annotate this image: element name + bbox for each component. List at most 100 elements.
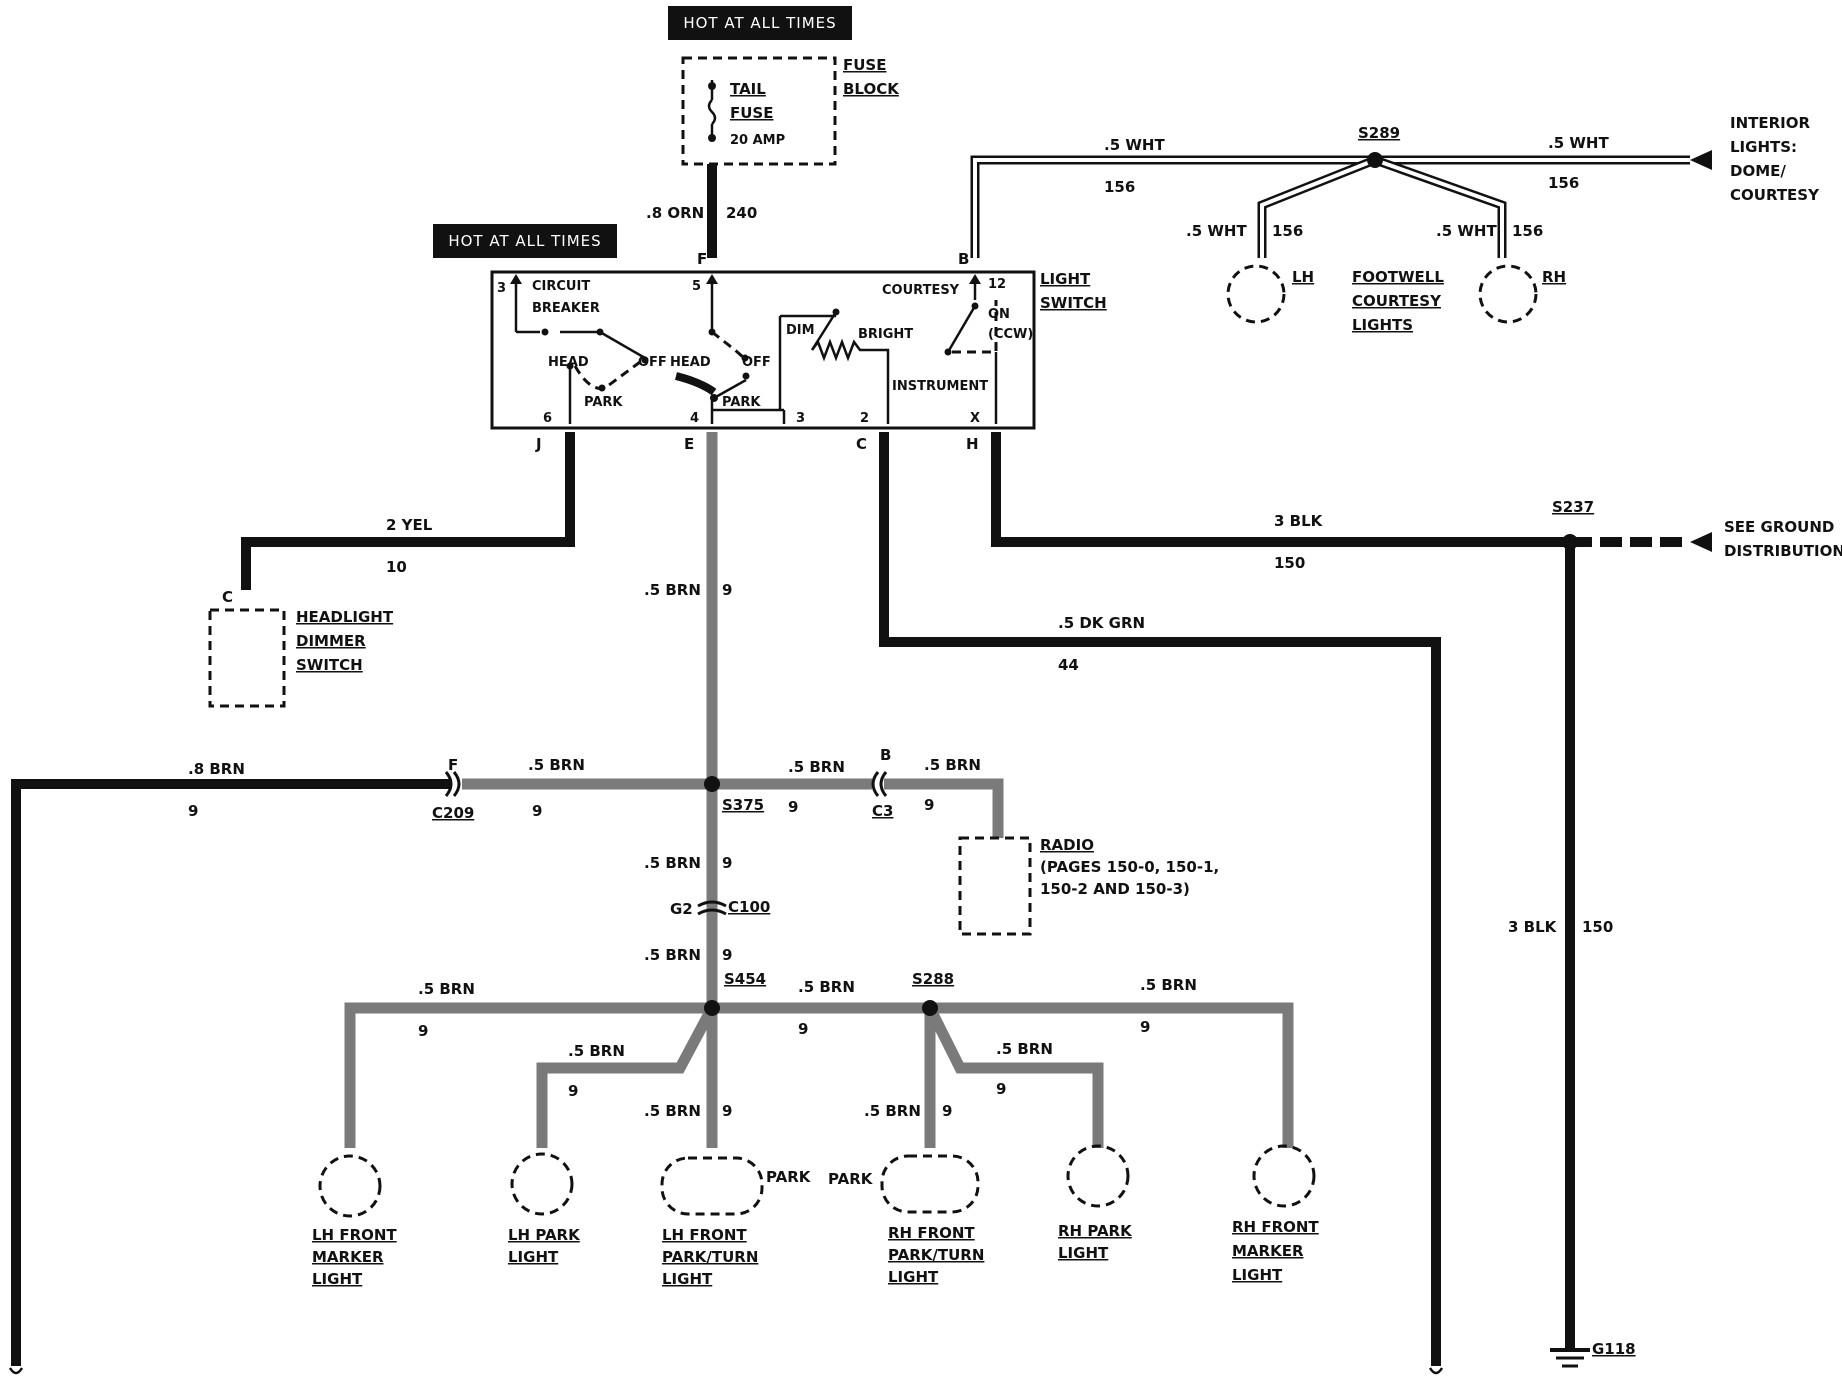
diagram-label: B [958,250,969,268]
diagram-label: LIGHT [1058,1244,1109,1262]
diagram-label: LIGHT [662,1270,713,1288]
diagram-label: 9 [568,1082,578,1100]
wire-courtesy [970,150,1712,258]
radio-label: RADIO (PAGES 150-0, 150-1, 150-2 AND 150… [1040,836,1219,898]
light-switch-label: LIGHT [1040,270,1091,288]
diagram-label: 2 [860,411,869,426]
diagram-label: X [970,411,980,426]
lh-front-park-turn-label: LH FRONT PARK/TURN LIGHT [662,1226,758,1288]
diagram-label: .5 DK GRN [1058,614,1145,632]
diagram-label: RH PARK [1058,1222,1133,1240]
diagram-label: LIGHT [1232,1266,1283,1284]
diagram-label: S454 [724,970,766,988]
interior-lights-label: INTERIOR LIGHTS: DOME/ COURTESY [1730,114,1820,204]
diagram-label: (CCW) [988,327,1033,342]
diagram-label: .5 BRN [1140,976,1197,994]
diagram-label: BRIGHT [858,327,913,342]
diagram-label: .5 WHT [1548,134,1609,152]
diagram-label: COURTESY [1352,292,1442,310]
diagram-label: HEADLIGHT [296,608,394,626]
diagram-label: B [880,746,891,764]
diagram-label: .5 BRN [788,758,845,776]
diagram-label: .5 BRN [568,1042,625,1060]
diagram-label: 156 [1104,178,1135,196]
diagram-label: INSTRUMENT [892,379,988,394]
diagram-label: BREAKER [532,301,600,316]
diagram-label: .5 WHT [1104,136,1165,154]
dimmer-switch-label: HEADLIGHT DIMMER SWITCH [296,608,394,674]
lh-park-lamp [510,1152,574,1216]
diagram-label: 240 [726,204,757,222]
rh-park-label: RH PARK LIGHT [1058,1222,1133,1262]
diagram-label: .8 BRN [188,760,245,778]
diagram-label: .5 BRN [924,756,981,774]
diagram-label: MARKER [1232,1242,1304,1260]
lh-front-marker-label: LH FRONT MARKER LIGHT [312,1226,397,1288]
diagram-label: FUSE [730,104,773,122]
diagram-label: F [697,250,707,268]
diagram-label: C [856,435,867,453]
splice-s289 [1367,152,1383,168]
diagram-label: F [448,756,458,774]
connector-c100 [697,900,727,916]
diagram-label: LH PARK [508,1226,581,1244]
diagram-label: LH FRONT [662,1226,747,1244]
diagram-label: 44 [1058,656,1079,674]
diagram-label: RADIO [1040,836,1094,854]
lh-front-marker-lamp [318,1154,382,1218]
diagram-label: G2 [670,900,693,918]
diagram-label: S288 [912,970,954,988]
diagram-label: LIGHT [888,1268,939,1286]
fuse-block: TAIL FUSE 20 AMP FUSE BLOCK [681,56,900,166]
connector-c3 [871,771,888,797]
wire-dimmer [241,432,575,590]
diagram-label: .5 BRN [996,1040,1053,1058]
diagram-label: PARK [766,1168,812,1186]
diagram-label: HOT AT ALL TIMES [683,14,836,32]
diagram-label: .5 BRN [644,1102,701,1120]
diagram-label: 9 [1140,1018,1150,1036]
diagram-label: 9 [722,946,732,964]
radio-box [958,836,1032,936]
diagram-label: PARK/TURN [888,1246,984,1264]
rh-front-park-turn-label: RH FRONT PARK/TURN LIGHT [888,1224,984,1286]
diagram-label: HEAD [548,355,589,370]
diagram-label: .5 BRN [644,946,701,964]
diagram-label: LH [1292,268,1314,286]
diagram-label: 9 [532,802,542,820]
diagram-label: DOME/ [1730,162,1786,180]
diagram-label: 4 [690,411,699,426]
diagram-label: 12 [988,277,1006,292]
wire-left-branch [11,779,452,1366]
diagram-label: INTERIOR [1730,114,1810,132]
diagram-label: RH FRONT [888,1224,975,1242]
diagram-label: 3 [796,411,805,426]
diagram-label: 150-2 AND 150-3) [1040,880,1190,898]
fuse-rating: 20 AMP [730,133,785,148]
wire-end-instrument-icon [1428,1367,1444,1375]
diagram-label: DISTRIBUTION [1724,542,1842,560]
diagram-label: HEAD [670,355,711,370]
diagram-label: 156 [1512,222,1543,240]
diagram-label: 9 [722,854,732,872]
diagram-label: 9 [722,1102,732,1120]
diagram-label: 9 [418,1022,428,1040]
headlight-dimmer-switch [208,608,286,708]
wire-instrument [879,432,1441,1366]
diagram-label: C100 [728,898,770,916]
diagram-label: ON [988,307,1010,322]
diagram-label: 156 [1548,174,1579,192]
hot-label-switch: HOT AT ALL TIMES [433,224,617,258]
diagram-label: RH [1542,268,1566,286]
wire-lamp-bus [344,1000,1294,1148]
diagram-label: C3 [872,802,893,820]
footwell-label: FOOTWELL COURTESY LIGHTS [1352,268,1444,334]
diagram-label: 3 BLK [1508,918,1558,936]
ground-g118-icon [1550,1348,1590,1368]
diagram-label: G118 [1592,1340,1636,1358]
diagram-label: LH FRONT [312,1226,397,1244]
diagram-label: .8 ORN [646,204,704,222]
arrow-interior-icon [1690,150,1712,170]
rh-front-marker-label: RH FRONT MARKER LIGHT [1232,1218,1319,1284]
rh-front-marker-lamp [1252,1144,1316,1208]
